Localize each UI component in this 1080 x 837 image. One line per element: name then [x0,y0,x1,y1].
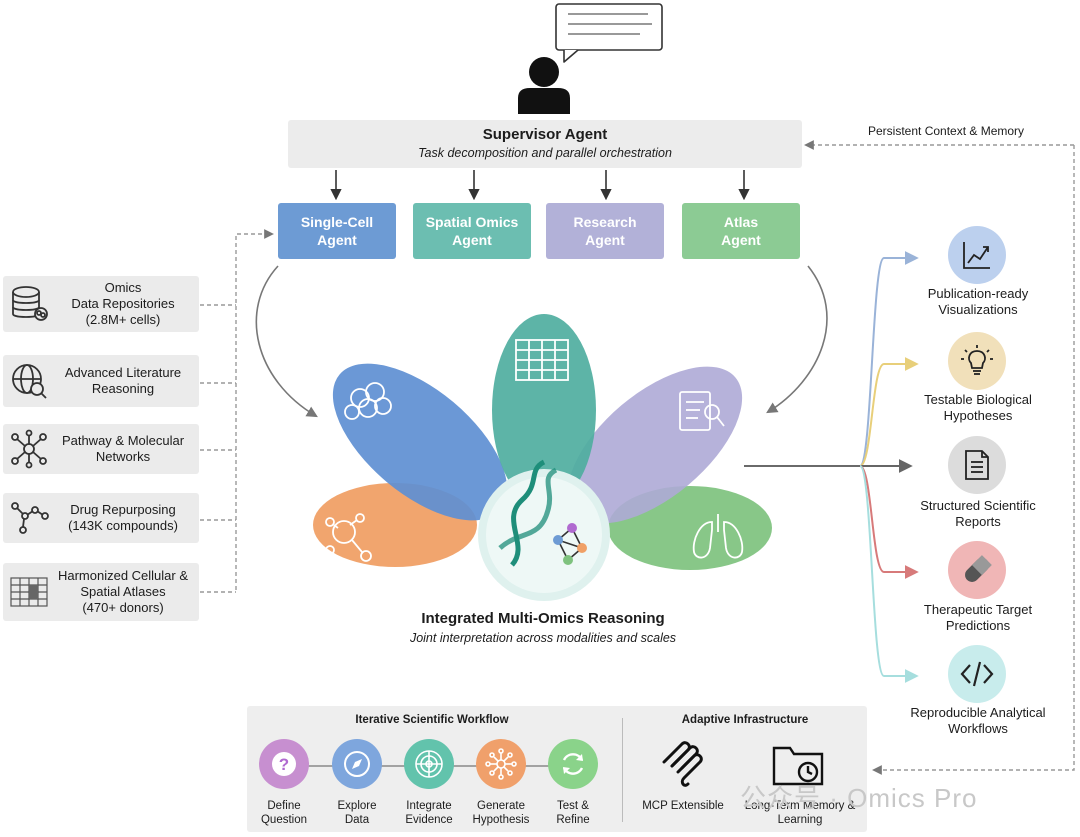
step-label: Integrate Evidence [405,800,453,826]
long-term-memory-item[interactable] [772,740,826,788]
infrastructure-title: Adaptive Infrastructure [681,714,809,726]
center-subtitle: Joint interpretation across modalities a… [409,631,677,645]
pill-icon [965,555,992,582]
step-explore-circle[interactable] [332,739,382,789]
globe-search-icon [12,364,47,399]
mcp-icon [662,741,703,787]
source-literature[interactable]: Advanced Literature Reasoning [3,355,199,407]
center-title: Integrated Multi-Omics Reasoning [421,610,665,627]
step-label: Generate Hypothesis [472,800,530,826]
infra-label: Long-Term Memory & Learning [744,800,856,826]
watermark: 公众号 · Omics Pro [740,783,978,813]
source-pathways[interactable]: Pathway & Molecular Networks [3,424,199,474]
step-define-circle[interactable]: ? [259,739,309,789]
folder-clock-icon [772,746,824,786]
output-label: Therapeutic Target Predictions [923,602,1033,633]
source-drug-repurposing[interactable]: Drug Repurposing (143K compounds) [3,493,199,543]
network-icon [11,429,47,469]
mcp-extensible-item[interactable] [658,740,706,790]
multi-omics-flower [313,314,772,601]
hub-icon [485,748,517,780]
output-visualizations-circle[interactable] [948,226,1006,284]
step-label: Explore Data [337,800,377,826]
source-label: Omics Data Repositories (2.8M+ cells) [71,280,175,327]
infra-label: MCP Extensible [642,800,724,812]
database-icon [12,286,48,321]
source-label: Advanced Literature Reasoning [64,365,182,396]
source-label: Harmonized Cellular & Spatial Atlases (4… [57,568,189,615]
spatial-omics-agent[interactable]: Spatial Omics Agent [413,203,531,259]
research-agent[interactable]: Research Agent [546,203,664,259]
source-atlases[interactable]: Harmonized Cellular & Spatial Atlases (4… [3,563,199,621]
user-speech-icon [518,3,663,114]
output-label: Publication-ready Visualizations [927,286,1029,317]
lightbulb-icon [961,345,993,375]
question-icon: ? [272,752,296,776]
output-label: Reproducible Analytical Workflows [910,705,1046,736]
output-workflows-circle[interactable] [948,645,1006,703]
refresh-icon [562,753,584,775]
workflow-title: Iterative Scientific Workflow [355,714,509,726]
step-label: Test & Refine [556,800,590,826]
supervisor-subtitle: Task decomposition and parallel orchestr… [418,146,672,160]
step-generate-circle[interactable] [476,739,526,789]
atlas-grid-icon [10,577,48,607]
persistent-memory-label: Persistent Context & Memory [868,124,1025,138]
document-icon [965,450,989,480]
step-label: Define Question [260,800,308,826]
step-test-circle[interactable] [548,739,598,789]
molecule-icon [11,502,49,534]
output-reports-circle[interactable] [948,436,1006,494]
line-chart-icon [963,242,990,269]
compass-icon [344,751,370,777]
source-label: Drug Repurposing (143K compounds) [68,502,178,533]
panel-divider [622,718,623,822]
supervisor-agent-box[interactable]: Supervisor Agent Task decomposition and … [288,120,802,168]
target-icon [415,750,443,778]
output-label: Testable Biological Hypotheses [924,392,1032,423]
supervisor-title: Supervisor Agent [482,126,608,143]
output-hypotheses-circle[interactable] [948,332,1006,390]
svg-text:?: ? [279,755,289,774]
step-integrate-circle[interactable] [404,739,454,789]
single-cell-agent[interactable]: Single-Cell Agent [278,203,396,259]
output-label: Structured Scientific Reports [920,498,1036,529]
source-label: Pathway & Molecular Networks [61,433,185,464]
atlas-agent[interactable]: Atlas Agent [682,203,800,259]
output-targets-circle[interactable] [948,541,1006,599]
source-omics-repositories[interactable]: Omics Data Repositories (2.8M+ cells) [3,276,199,332]
code-icon [960,661,994,687]
